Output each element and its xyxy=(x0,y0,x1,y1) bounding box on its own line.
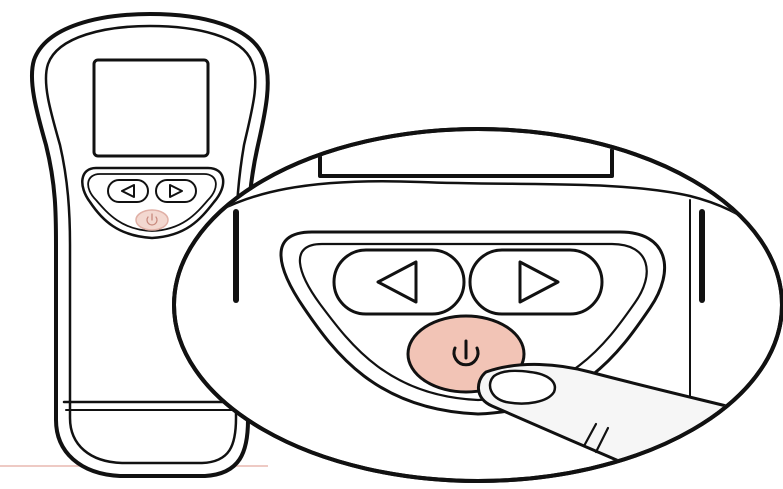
right-triangle-icon xyxy=(169,184,183,198)
left-triangle-icon xyxy=(376,260,418,304)
device-left-button xyxy=(107,179,149,203)
zoom-right-button xyxy=(468,248,604,316)
zoom-body-top-curve xyxy=(188,179,780,252)
finger-crease-1 xyxy=(582,422,598,448)
device-right-button xyxy=(155,179,197,203)
zoom-left-button xyxy=(332,248,466,316)
left-triangle-icon xyxy=(121,184,135,198)
device-inner-body xyxy=(44,24,257,465)
zoom-detail xyxy=(172,127,783,483)
right-triangle-icon xyxy=(518,260,560,304)
power-icon xyxy=(452,339,480,367)
device-keypad-inner xyxy=(87,173,217,232)
zoom-ellipse-border xyxy=(172,127,783,483)
zoom-screen-edge xyxy=(318,148,614,178)
zoom-keypad-outer xyxy=(279,230,666,416)
device-keypad-outline xyxy=(81,166,225,240)
finger-crease-2 xyxy=(594,426,610,454)
fingernail xyxy=(488,369,557,405)
power-icon xyxy=(146,213,158,226)
device-screen xyxy=(92,58,210,158)
zoom-keypad-inner xyxy=(298,242,648,402)
